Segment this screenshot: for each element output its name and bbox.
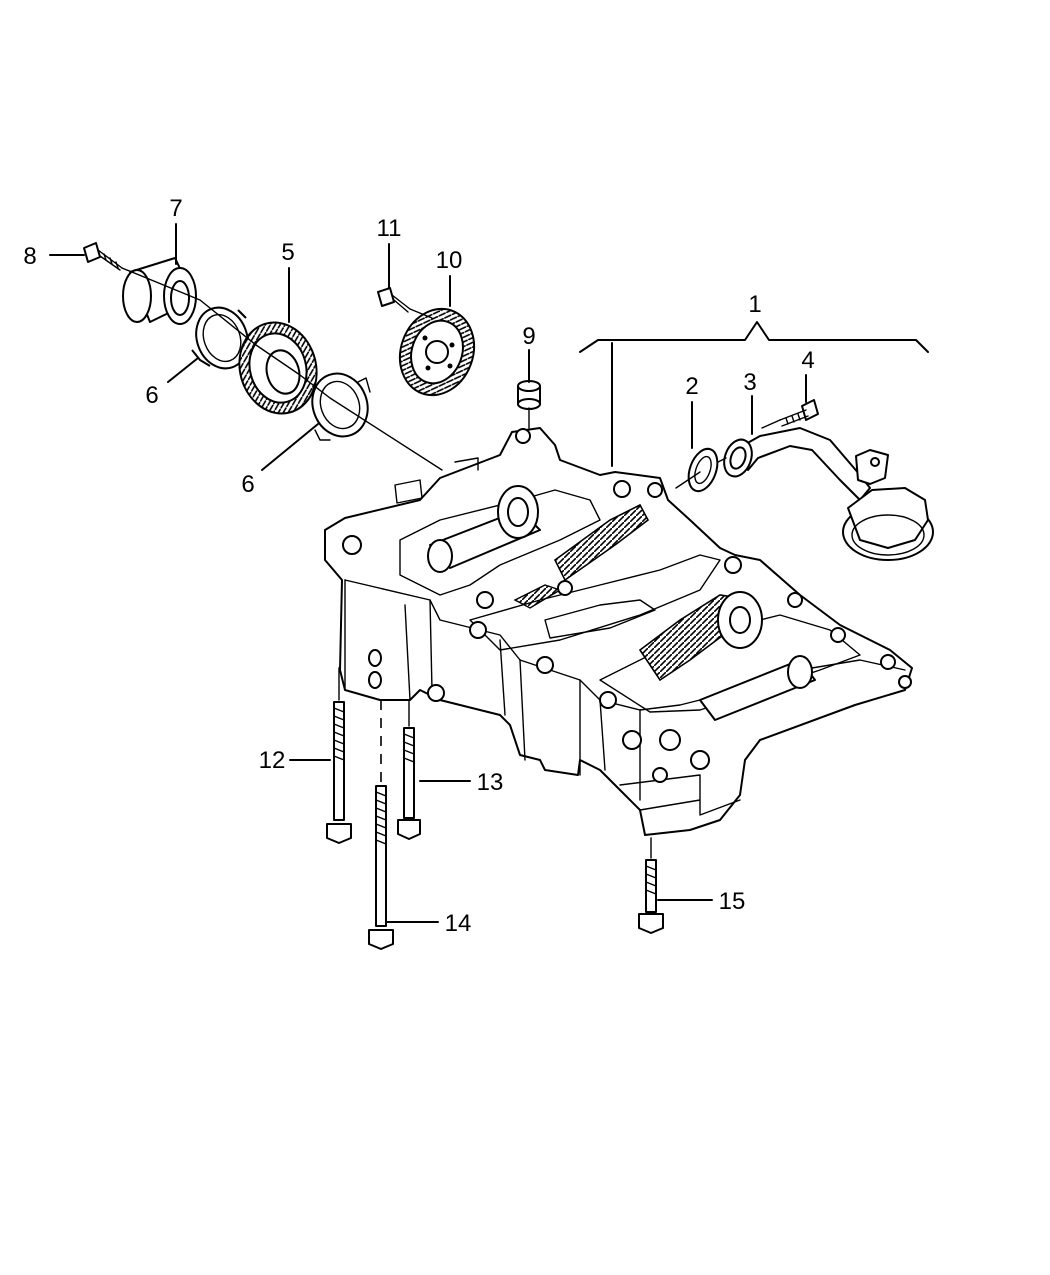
bolt-part-14	[368, 785, 394, 950]
balance-shaft-housing	[324, 427, 913, 836]
callout-14: 14	[445, 910, 472, 937]
callout-2: 2	[685, 373, 698, 400]
callout-6b: 6	[241, 471, 254, 498]
callout-11: 11	[377, 215, 402, 242]
callout-1: 1	[748, 291, 761, 318]
bolt-part-15	[638, 859, 664, 934]
callout-3: 3	[743, 369, 756, 396]
o-ring-part-2	[687, 447, 719, 493]
bolt-part-12	[326, 701, 352, 844]
callout-5: 5	[281, 239, 294, 266]
oil-pickup-tube-part-3	[723, 427, 934, 561]
callout-labels: 1 2 3 4 5 6 6 7 8 9 10 11 12 13 14 15	[23, 195, 814, 937]
callout-8: 8	[23, 243, 36, 270]
callout-4: 4	[801, 347, 814, 374]
bolt-part-13	[397, 727, 421, 840]
callout-10: 10	[436, 247, 463, 274]
bolt-part-11	[377, 287, 411, 313]
leader-lines	[49, 223, 929, 923]
gear-part-10	[398, 307, 476, 397]
bolt-part-4	[779, 399, 819, 427]
callout-15: 15	[719, 888, 746, 915]
dowel-part-9	[517, 380, 541, 410]
bolt-part-8	[83, 242, 123, 271]
callout-6a: 6	[145, 382, 158, 409]
callout-9: 9	[522, 323, 535, 350]
bushing-part-7	[122, 257, 197, 325]
flange-holes	[342, 428, 912, 709]
callout-12: 12	[259, 747, 286, 774]
callout-7: 7	[169, 195, 182, 222]
callout-13: 13	[477, 769, 504, 796]
